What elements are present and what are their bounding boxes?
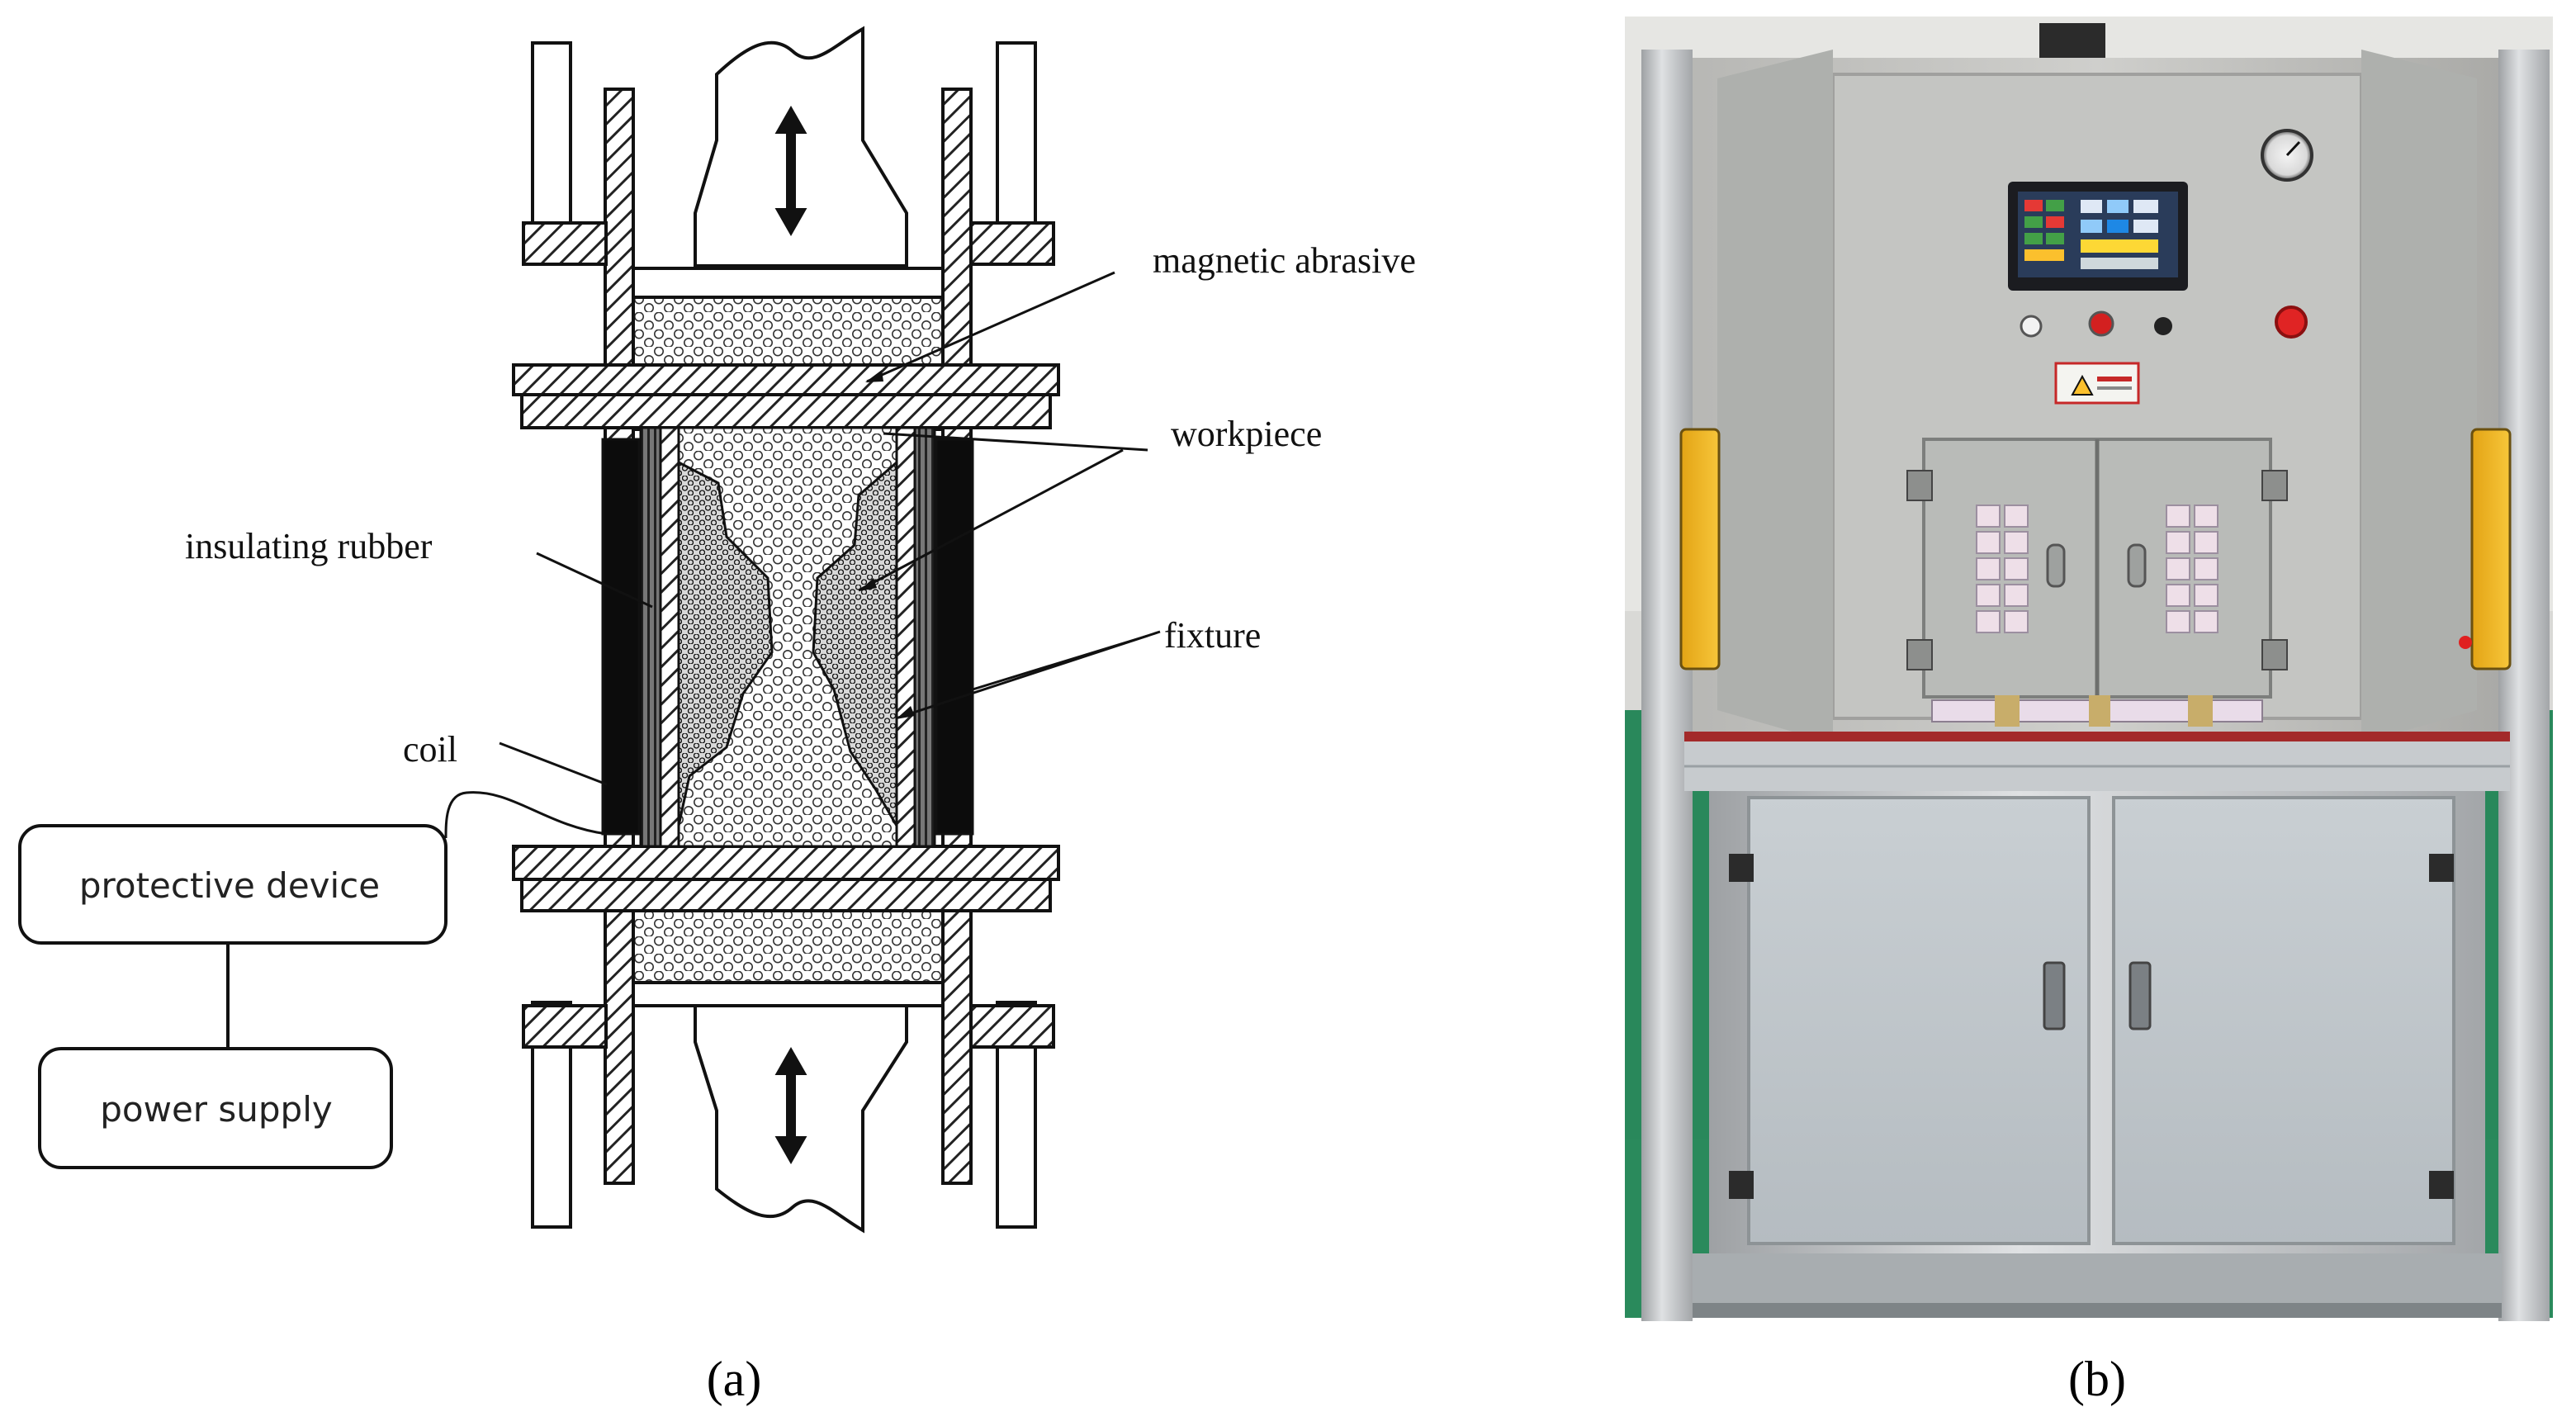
light-curtain-left <box>1679 428 1721 670</box>
coils <box>601 438 974 836</box>
cabinet-hinges <box>1729 854 2454 1199</box>
red-divider-strip <box>1684 732 2510 741</box>
protective-device-label: protective device <box>79 865 380 906</box>
diagram-panel-a: magnetic abrasive workpiece insulating r… <box>18 26 1416 1234</box>
door-handles <box>2046 543 2147 588</box>
warning-label <box>2054 362 2140 405</box>
control-buttons <box>2020 306 2308 339</box>
piston-rod-bottom <box>694 997 908 1234</box>
right-wing-panel <box>2361 50 2477 743</box>
power-supply-box: power supply <box>38 1047 393 1169</box>
door-hinges <box>1906 470 2288 670</box>
top-plates <box>512 363 1060 429</box>
insulating-rubber-layers <box>639 426 936 848</box>
label-coil: coil <box>403 729 457 770</box>
label-magnetic-abrasive: magnetic abrasive <box>1153 240 1416 281</box>
protective-device-box: protective device <box>18 824 447 945</box>
top-cap-band <box>632 267 945 299</box>
left-wing-panel <box>1717 50 1833 743</box>
door-viewports <box>1976 505 2218 633</box>
sensor-indicator-light <box>2459 636 2472 649</box>
leader-arrowheads <box>859 370 915 719</box>
workpiece-right <box>812 459 898 831</box>
cabinet-handles <box>2043 961 2152 1030</box>
bottom-cap-band <box>632 981 945 1007</box>
light-curtain-right <box>2470 428 2512 670</box>
label-fixture: fixture <box>1164 615 1261 656</box>
workpiece-left <box>677 460 774 827</box>
cabinet-door-right <box>2112 796 2455 1245</box>
label-workpiece: workpiece <box>1171 414 1322 454</box>
caption-b: (b) <box>2068 1352 2126 1406</box>
cabinet-door-left <box>1747 796 2091 1245</box>
small-flanges <box>522 221 1055 1049</box>
power-supply-label: power supply <box>100 1089 333 1130</box>
bottom-plates <box>512 845 1060 912</box>
diagram-labels: magnetic abrasive workpiece insulating r… <box>185 240 1416 770</box>
base-plinth <box>1693 1253 2502 1303</box>
photo-panel-b <box>1625 17 2553 1321</box>
frame-post-left <box>1641 50 1693 1321</box>
piston-rod-top <box>694 26 908 268</box>
hmi-screen-tiles <box>2024 200 2158 269</box>
label-insulating-rubber: insulating rubber <box>185 526 433 566</box>
leader-lines <box>444 271 1161 839</box>
caption-a: (a) <box>707 1352 762 1406</box>
frame-post-right <box>2498 50 2550 1321</box>
